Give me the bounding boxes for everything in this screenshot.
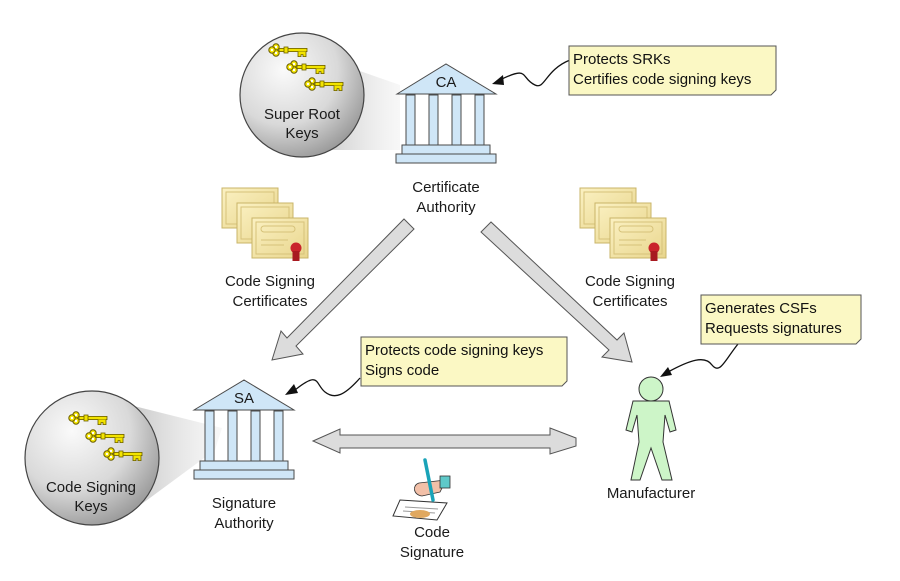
arrow-ca-to-sa [271,218,415,361]
mfr-note-line-2: Requests signatures [705,320,842,337]
signing-hand-icon [392,458,451,521]
code-signing-keys-label-2: Keys [74,498,107,515]
super-root-keys-label-1: Super Root [264,106,341,123]
sa-note-line-1: Protects code signing keys [365,342,543,359]
manufacturer-person-icon [625,376,677,481]
sa-note-line-2: Signs code [365,362,439,379]
note-box [700,294,862,345]
code-signing-keys-label-1: Code Signing [46,479,136,496]
arrow-ca-to-manufacturer [480,221,633,363]
callout-connector [294,377,361,397]
code-signature-label-2: Signature [400,544,464,561]
ca-note-line-2: Certifies code signing keys [573,71,751,88]
certificates-icon [221,187,309,262]
super-root-keys-label-2: Keys [285,125,318,142]
mfr-note-line-1: Generates CSFs [705,300,817,317]
sa-abbr: SA [234,390,254,407]
signature-authority-building-icon [192,379,296,480]
callout-arrowhead-icon [660,367,672,377]
sa-note: Protects code signing keys Signs code [285,336,568,397]
note-box [360,336,568,387]
manufacturer-note: Generates CSFs Requests signatures [660,294,862,377]
sa-label-2: Authority [214,515,274,532]
super-root-keys-bubble: Super Root Keys [239,32,400,158]
note-box [568,45,777,96]
sa-label-1: Signature [212,495,276,512]
callout-arrowhead-icon [492,75,504,85]
ca-note: Protects SRKs Certifies code signing key… [492,45,777,96]
code-signing-keys-bubble: Code Signing Keys [24,390,222,526]
double-arrow-sa-manufacturer [311,427,577,455]
certificates-left-label-2: Certificates [232,293,307,310]
ca-label-2: Authority [416,199,476,216]
ca-abbr: CA [436,74,457,91]
ca-label-1: Certificate [412,179,480,196]
callout-arrowhead-icon [285,384,298,395]
certificates-right-label-2: Certificates [592,293,667,310]
bubble-circle [24,390,160,526]
certificate-authority-building-icon [395,63,498,164]
bubble-circle [239,32,365,158]
manufacturer-label: Manufacturer [607,485,695,502]
code-signature-label-1: Code [414,524,450,541]
certificates-icon [579,187,667,262]
certificates-left-label-1: Code Signing [225,273,315,290]
callout-connector [667,343,739,373]
callout-connector [499,59,571,87]
certificates-right-label-1: Code Signing [585,273,675,290]
ca-note-line-1: Protects SRKs [573,51,671,68]
